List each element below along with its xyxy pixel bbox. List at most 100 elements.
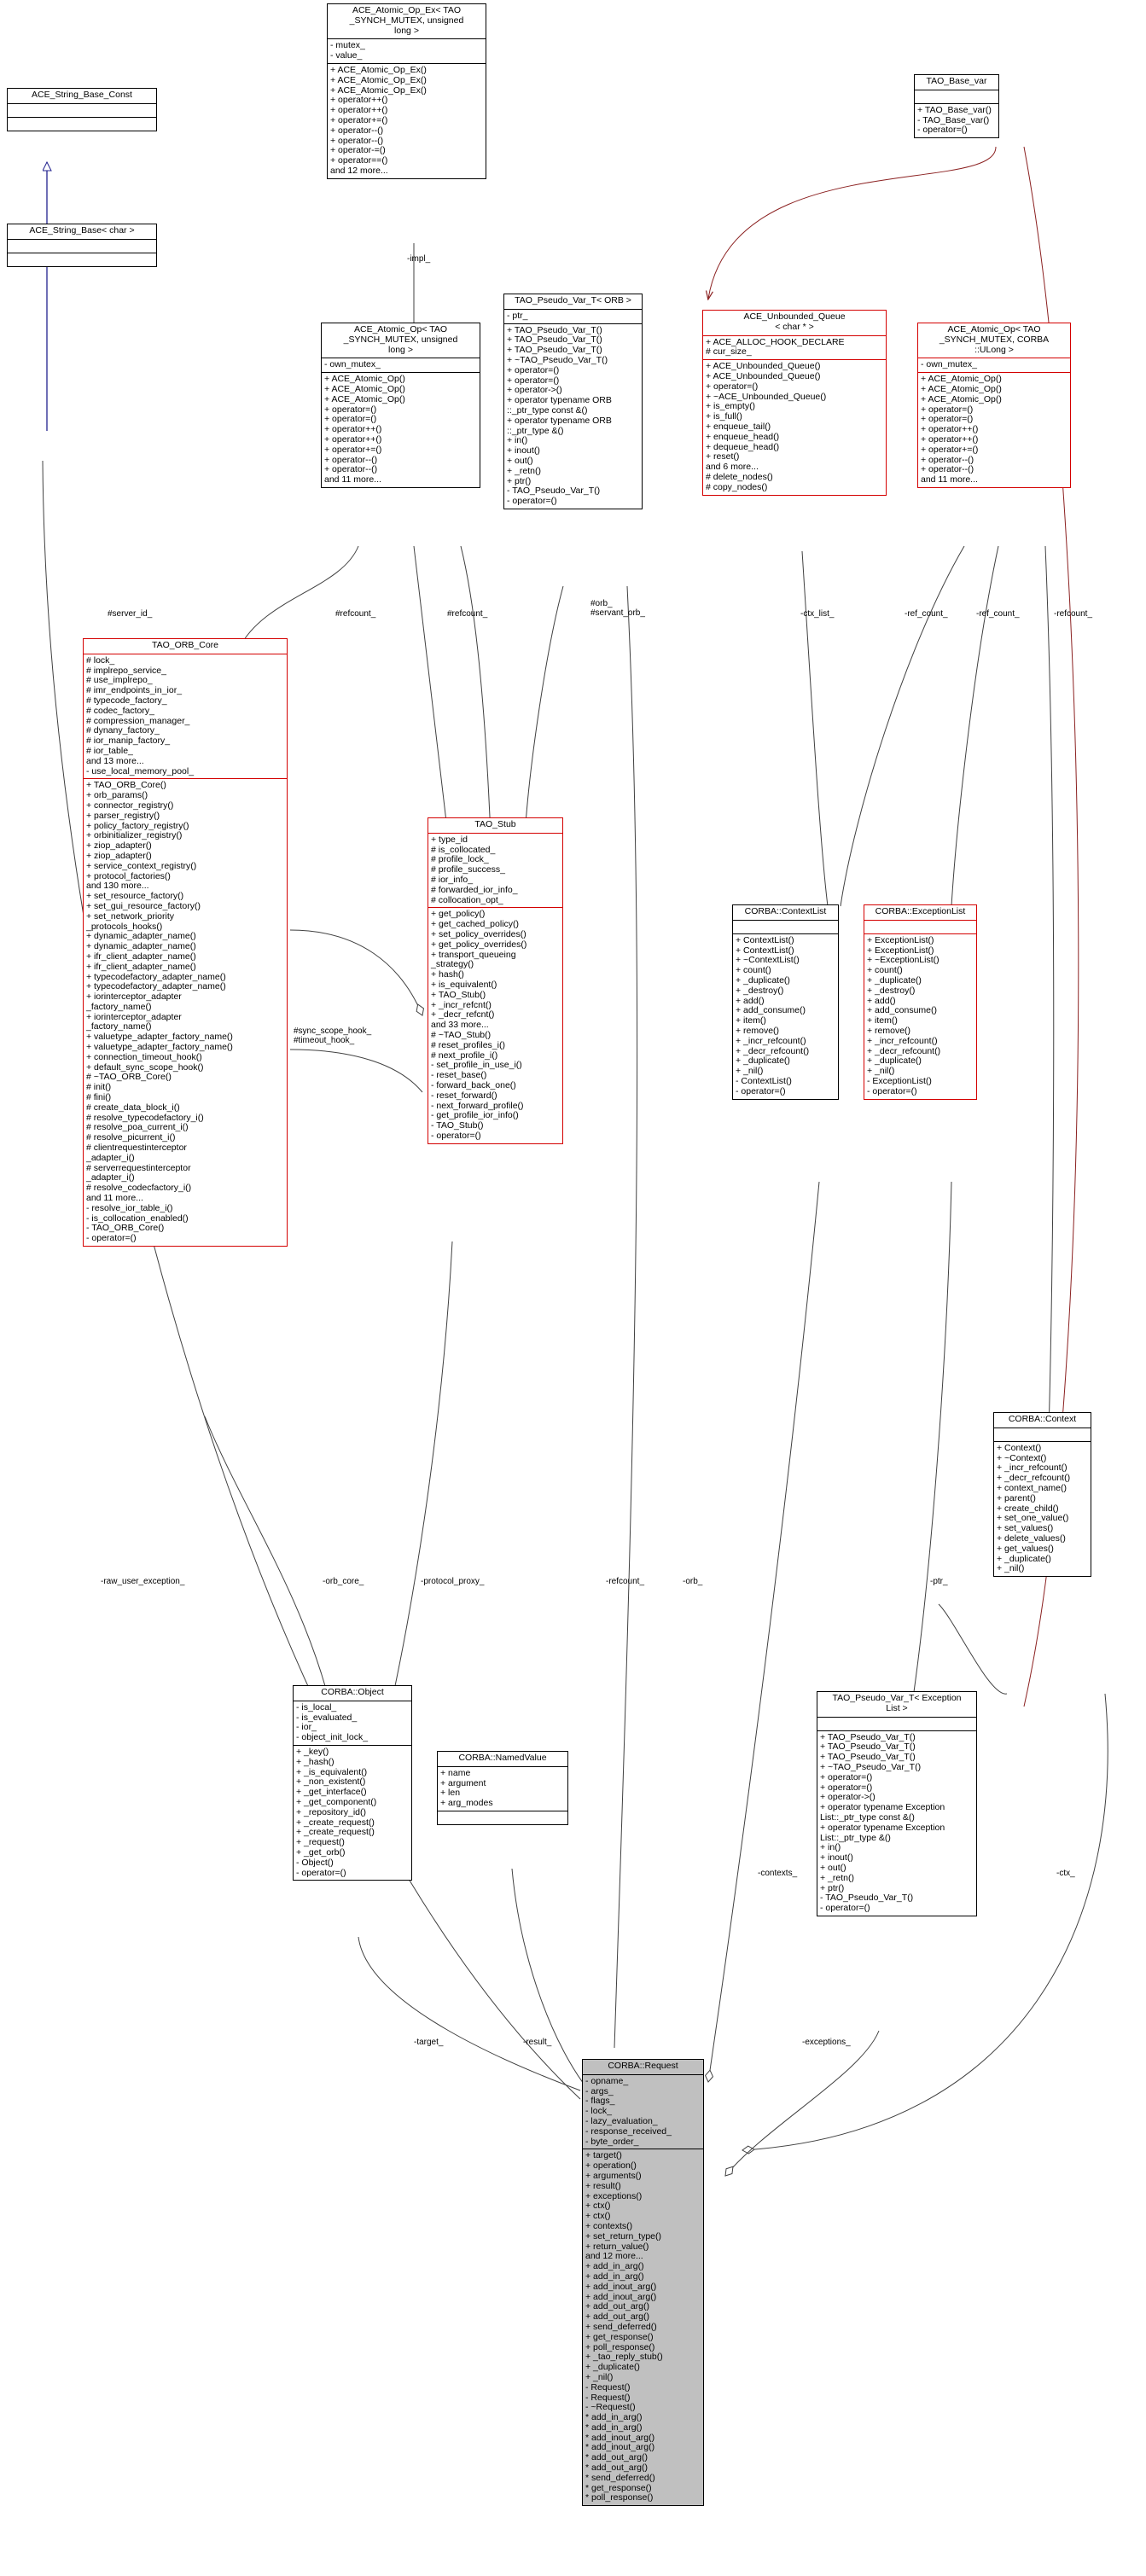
class-member-row: and 13 more... [86, 755, 144, 766]
class-title: CORBA::ExceptionList [864, 905, 976, 921]
class-member-row: - use_local_memory_pool_ [86, 765, 195, 776]
attributes-compartment [915, 90, 998, 104]
class-member-row: + ContextList() [736, 945, 794, 956]
class-member-row: + add() [736, 995, 765, 1006]
class-member-row: + get_response() [585, 2331, 654, 2342]
class-tao-pseudo-var-t-orb[interactable]: TAO_Pseudo_Var_T< ORB > - ptr_ + TAO_Pse… [503, 294, 643, 509]
class-member-row: + operator=() [507, 364, 560, 375]
class-member-row: * add_out_arg() [585, 2463, 648, 2474]
class-member-row: + target() [585, 2150, 622, 2161]
class-member-row: + set_return_type() [585, 2230, 662, 2242]
class-member-row: + operator++() [921, 433, 979, 445]
operations-compartment: + ACE_Atomic_Op_Ex()+ ACE_Atomic_Op_Ex()… [328, 64, 486, 178]
edge-label-orb-servant-orb: #orb_ #servant_orb_ [590, 599, 645, 618]
attributes-compartment: - opname_- args_- flags_- lock_- lazy_ev… [583, 2075, 703, 2150]
edge-label-ptr-ctx: -ptr_ [930, 1577, 948, 1586]
class-member-row: # serverrequestinterceptor _adapter_i() [86, 1162, 191, 1183]
operations-compartment: + Context()+ ~Context()+ _incr_refcount(… [994, 1442, 1091, 1576]
attributes-compartment [994, 1428, 1091, 1442]
edge-label-impl: -impl_ [407, 254, 431, 264]
class-member-row: + ctx() [585, 2211, 611, 2222]
class-member-row: + _nil() [585, 2371, 614, 2382]
class-member-row: + _duplicate() [736, 974, 790, 986]
class-tao-orb-core[interactable]: TAO_ORB_Core # lock_# implrepo_service_#… [83, 638, 288, 1247]
class-member-row: + ExceptionList() [867, 945, 934, 956]
operations-compartment: + TAO_Base_var()- TAO_Base_var()- operat… [915, 104, 998, 137]
class-member-row: + add_in_arg() [585, 2271, 644, 2282]
class-member-row: + ACE_Atomic_Op() [324, 393, 405, 404]
class-member-row: + set_gui_resource_factory() [86, 900, 201, 911]
class-member-row: + iorinterceptor_adapter _factory_name() [86, 1011, 182, 1032]
class-ace-atomic-op-ex[interactable]: ACE_Atomic_Op_Ex< TAO _SYNCH_MUTEX, unsi… [327, 3, 486, 179]
operations-compartment: + ExceptionList()+ ExceptionList()+ ~Exc… [864, 934, 976, 1099]
class-corba-contextlist[interactable]: CORBA::ContextList + ContextList()+ Cont… [732, 904, 839, 1100]
class-corba-context[interactable]: CORBA::Context + Context()+ ~Context()+ … [993, 1412, 1091, 1578]
class-member-row: + ACE_Atomic_Op() [921, 393, 1002, 404]
class-title: CORBA::NamedValue [438, 1752, 567, 1767]
class-member-row: - ExceptionList() [867, 1075, 932, 1086]
class-ace-string-base-char[interactable]: ACE_String_Base< char > [7, 224, 157, 267]
class-ace-atomic-op-corba-ulong[interactable]: ACE_Atomic_Op< TAO _SYNCH_MUTEX, CORBA :… [917, 323, 1071, 488]
class-ace-unbounded-queue[interactable]: ACE_Unbounded_Queue < char * > + ACE_ALL… [702, 310, 887, 496]
class-member-row: + _incr_refcount() [867, 1035, 938, 1046]
class-member-row: + poll_response() [585, 2341, 655, 2352]
class-member-row: and 12 more... [330, 165, 388, 176]
class-member-row: # forwarded_ior_info_ [431, 884, 518, 895]
class-tao-stub[interactable]: TAO_Stub + type_id# is_collocated_# prof… [428, 817, 563, 1144]
class-member-row: - operator=() [507, 496, 557, 507]
class-member-row: + is_equivalent() [431, 979, 497, 990]
class-member-row: # collocation_opt_ [431, 894, 503, 905]
class-title: ACE_Unbounded_Queue < char * > [703, 311, 886, 336]
class-member-row: + reset() [706, 451, 740, 462]
operations-compartment: + target()+ operation()+ arguments()+ re… [583, 2149, 703, 2505]
class-member-row: * add_in_arg() [585, 2422, 643, 2433]
class-member-row: + _duplicate() [736, 1055, 790, 1067]
class-member-row: + arg_modes [440, 1798, 493, 1809]
class-member-row: * add_inout_arg() [585, 2432, 655, 2443]
class-member-row: - operator=() [736, 1085, 786, 1096]
class-member-row: + item() [736, 1015, 766, 1026]
class-member-row: + operator--() [324, 454, 378, 465]
class-member-row: + operator--() [921, 464, 974, 475]
class-member-row: - byte_order_ [585, 2136, 639, 2147]
operations-compartment: + _key()+ _hash()+ _is_equivalent()+ _no… [294, 1746, 411, 1880]
class-member-row: + _destroy() [736, 985, 784, 996]
class-ace-string-base-const[interactable]: ACE_String_Base_Const [7, 88, 157, 131]
class-member-row: + _decr_refcount() [736, 1045, 810, 1056]
class-member-row: + _key() [296, 1746, 329, 1757]
class-member-row: + operator typename Exception List::_ptr… [820, 1822, 945, 1843]
class-member-row: + operator++() [921, 424, 979, 435]
class-member-row: + dequeue_head() [706, 441, 780, 452]
attributes-compartment [733, 921, 838, 934]
class-member-row: + enqueue_head() [706, 431, 780, 442]
class-member-row: + add_out_arg() [585, 2311, 650, 2323]
class-member-row: + ACE_Atomic_Op() [921, 374, 1002, 385]
edge-label-result: -result_ [523, 2038, 552, 2047]
class-member-row: + ACE_Unbounded_Queue() [706, 361, 821, 372]
class-member-row: # clientrequestinterceptor _adapter_i() [86, 1143, 187, 1163]
class-member-row: + connector_registry() [86, 800, 174, 811]
class-corba-namedvalue[interactable]: CORBA::NamedValue + name+ argument+ len+… [437, 1751, 568, 1825]
edge-label-orb-core: -orb_core_ [323, 1577, 364, 1586]
class-member-row: - operator=() [917, 125, 968, 136]
class-member-row: - lazy_evaluation_ [585, 2115, 658, 2126]
class-member-row: + operator==() [330, 155, 388, 166]
class-member-row: - forward_back_one() [431, 1079, 516, 1090]
class-title: TAO_Base_var [915, 75, 998, 90]
class-corba-object[interactable]: CORBA::Object - is_local_- is_evaluated_… [293, 1685, 412, 1881]
class-corba-exceptionlist[interactable]: CORBA::ExceptionList + ExceptionList()+ … [864, 904, 977, 1100]
class-member-row: + ACE_Atomic_Op() [921, 383, 1002, 394]
class-member-row: + connection_timeout_hook() [86, 1051, 202, 1062]
attributes-compartment [8, 104, 156, 118]
class-corba-request[interactable]: CORBA::Request - opname_- args_- flags_-… [582, 2059, 704, 2507]
class-title: CORBA::Request [583, 2060, 703, 2075]
class-ace-atomic-op-unsigned-long[interactable]: ACE_Atomic_Op< TAO _SYNCH_MUTEX, unsigne… [321, 323, 480, 488]
class-member-row: and 6 more... [706, 462, 759, 473]
class-member-row: - operator=() [820, 1903, 870, 1914]
class-member-row: + _decr_refcount() [867, 1045, 941, 1056]
class-title: ACE_Atomic_Op< TAO _SYNCH_MUTEX, CORBA :… [918, 323, 1070, 359]
class-tao-pseudo-var-t-exceptionlist[interactable]: TAO_Pseudo_Var_T< Exception List > + TAO… [817, 1691, 977, 1916]
class-title: ACE_Atomic_Op< TAO _SYNCH_MUTEX, unsigne… [322, 323, 480, 359]
class-tao-base-var[interactable]: TAO_Base_var + TAO_Base_var()- TAO_Base_… [914, 74, 999, 139]
class-member-row: + is_empty() [706, 401, 756, 412]
